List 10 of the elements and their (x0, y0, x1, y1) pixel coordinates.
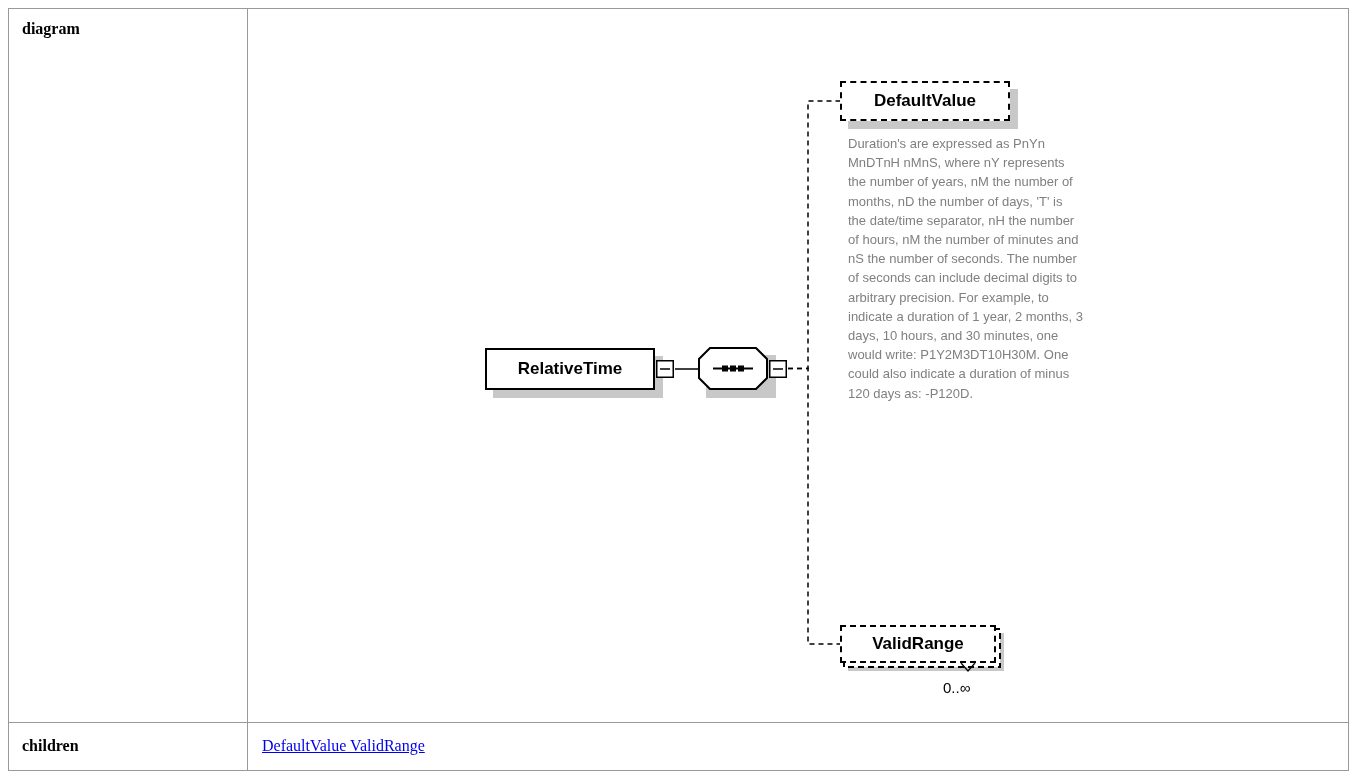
child-link: DefaultValue ValidRange (262, 737, 425, 755)
element-box: DefaultValue (840, 81, 1010, 121)
element-box: RelativeTime (485, 348, 655, 390)
element-box: ValidRange (840, 625, 996, 663)
cardinality-label: 0..∞ (943, 679, 971, 696)
row-header: children (22, 737, 79, 755)
documentation-text: Duration's are expressed as PnYn MnDTnH nMnS, where nY represents the number of years, nM the number of months, nD the number of days, 'T' is the date/time separator, nH the number of hours, nM the number of minutes and nS the number of seconds. The number of seconds can include decimal digits to arbitrary precision. For example, to indicate a duration of 1 year, 2 months, 3 days, 10 hours, and 30 minutes, one would write: P1Y2M3DT10H30M. One could also indicate a duration of minus 120 days as: -P120D. (848, 135, 1084, 403)
connector-line (674, 368, 699, 370)
connector-line (787, 367, 841, 645)
row-header: diagram (22, 20, 80, 38)
